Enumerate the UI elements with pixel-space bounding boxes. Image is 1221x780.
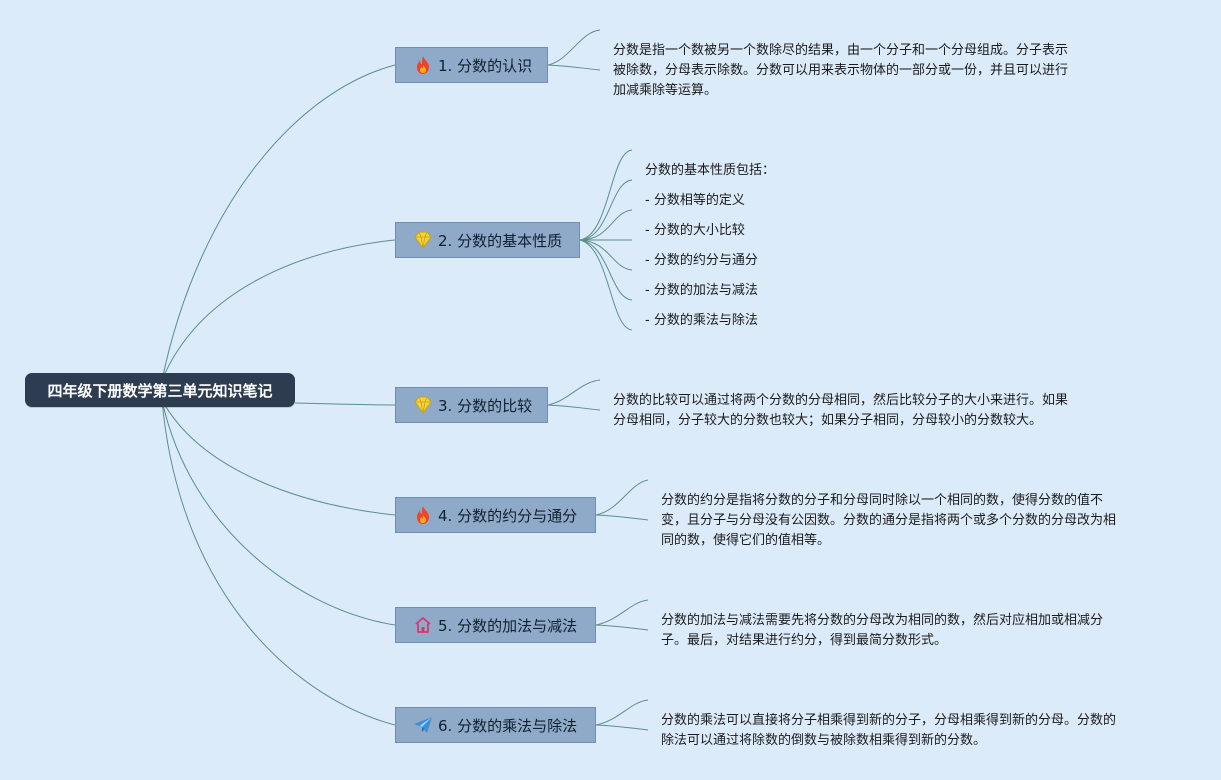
branch-5-node[interactable]: 5. 分数的加法与减法	[395, 607, 596, 643]
branch-6-node[interactable]: 6. 分数的乘法与除法	[395, 707, 596, 743]
connector-root-branch-3	[294, 402, 396, 406]
connector-branch-5-bottom	[595, 624, 649, 631]
connector-branch-3-bottom	[547, 404, 601, 411]
branch-2-item: - 分数的大小比较	[645, 223, 745, 238]
branch-2-item: 分数的基本性质包括：	[645, 163, 776, 178]
diamond-icon	[412, 394, 434, 416]
connector-root-branch-1	[161, 64, 396, 381]
branch-1-note: 分数是指一个数被另一个数除尽的结果，由一个分子和一个分母组成。分子表示 被除数，…	[613, 43, 1069, 98]
branch-5-label: 5. 分数的加法与减法	[438, 616, 578, 635]
connector-branch-1-bottom	[547, 64, 601, 71]
branch-4-note: 分数的约分是指将分数的分子和分母同时除以一个相同的数，使得分数的值不 变，且分子…	[661, 493, 1117, 548]
branch-2-label: 2. 分数的基本性质	[438, 231, 563, 250]
connector-root-branch-5	[161, 399, 396, 626]
root-node-label: 四年级下册数学第三单元知识笔记	[47, 381, 273, 400]
connector-branch-6-top	[595, 699, 649, 726]
branch-5-note: 分数的加法与减法需要先将分数的分母改为相同的数，然后对应相加或相减分 子。最后，…	[661, 613, 1104, 648]
connector-branch-2-item-3	[579, 209, 633, 241]
diamond-icon	[412, 229, 434, 251]
connector-branch-2-item-1	[579, 149, 633, 241]
connector-branch-2-item-6	[579, 239, 633, 301]
connector-branch-6-bottom	[595, 724, 649, 731]
paper-plane-icon	[412, 714, 434, 736]
branch-3-node[interactable]: 3. 分数的比较	[395, 387, 548, 423]
branch-2-item: - 分数的加法与减法	[645, 283, 758, 298]
branch-3-note: 分数的比较可以通过将两个分数的分母相同，然后比较分子的大小来进行。如果 分母相同…	[613, 393, 1069, 428]
connector-root-branch-2	[161, 239, 396, 381]
branch-6-label: 6. 分数的乘法与除法	[438, 716, 578, 735]
connector-branch-4-bottom	[595, 514, 649, 521]
connector-branch-2-item-7	[579, 239, 633, 331]
connector-branch-3-top	[547, 379, 601, 406]
branch-2-item: - 分数的约分与通分	[645, 253, 758, 268]
root-node[interactable]: 四年级下册数学第三单元知识笔记	[25, 373, 295, 407]
branch-2-node[interactable]: 2. 分数的基本性质	[395, 222, 580, 258]
connector-branch-2-item-5	[579, 239, 633, 271]
branch-4-node[interactable]: 4. 分数的约分与通分	[395, 497, 596, 533]
connector-branch-4-top	[595, 479, 649, 516]
branch-1-node[interactable]: 1. 分数的认识	[395, 47, 548, 83]
branch-2-item: - 分数相等的定义	[645, 193, 745, 208]
connector-branch-2-item-2	[579, 179, 633, 241]
branch-4-label: 4. 分数的约分与通分	[438, 506, 578, 525]
branch-1-label: 1. 分数的认识	[438, 56, 533, 75]
fire-icon	[412, 504, 434, 526]
branch-3-label: 3. 分数的比较	[438, 396, 533, 415]
connector-root-branch-4	[161, 399, 396, 516]
house-icon	[412, 614, 434, 636]
connector-branch-5-top	[595, 599, 649, 626]
connector-branch-1-top	[547, 29, 601, 66]
fire-icon	[412, 54, 434, 76]
branch-6-note: 分数的乘法可以直接将分子相乘得到新的分子，分母相乘得到新的分母。分数的 除法可以…	[661, 713, 1117, 748]
branch-2-item: - 分数的乘法与除法	[645, 313, 758, 328]
connector-root-branch-6	[161, 399, 396, 726]
